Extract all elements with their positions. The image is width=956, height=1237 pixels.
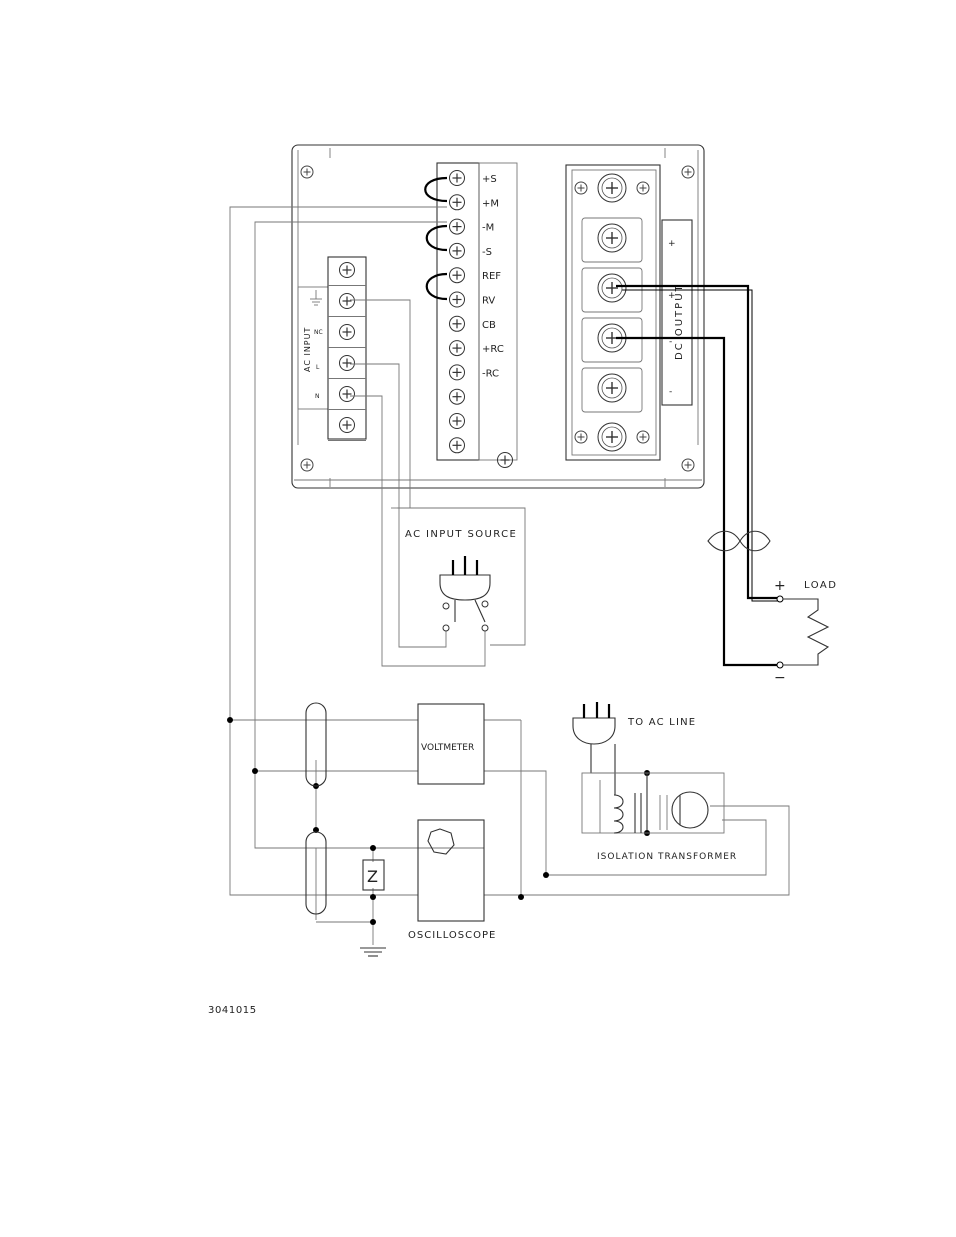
terminal-screw-icon xyxy=(448,437,466,454)
mounting-screw-icon xyxy=(300,165,314,179)
mounting-screw-icon xyxy=(681,458,695,472)
small-screw-icon xyxy=(636,181,650,195)
terminal-screw-icon xyxy=(448,412,466,430)
voltmeter-label: VOLTMETER xyxy=(421,743,474,753)
terminal-screw-icon xyxy=(448,194,466,211)
output-screw-icon xyxy=(597,173,627,203)
to-ac-line-label: TO AC LINE xyxy=(627,717,696,728)
ac-terminal-l-label: L xyxy=(316,364,320,371)
terminal-screw-icon xyxy=(448,291,466,308)
signal-terminal-label: REF xyxy=(482,271,501,282)
dc-output-mark-plus: + xyxy=(668,291,676,301)
load-plus-label: + xyxy=(774,578,786,594)
zener-label: Z xyxy=(367,867,378,886)
ferrite-core-icon xyxy=(305,702,327,787)
ac-terminal-screw-icon xyxy=(338,385,356,403)
ac-input-label: AC INPUT xyxy=(303,327,312,372)
mounting-screw-icon xyxy=(300,458,314,472)
ac-input-terminal-block xyxy=(297,256,367,441)
ac-terminal-screw-icon xyxy=(338,416,356,434)
terminal-screw-icon xyxy=(448,267,466,284)
isolation-transformer xyxy=(572,702,725,834)
voltmeter-box xyxy=(417,703,485,785)
signal-terminal-label: RV xyxy=(482,296,495,307)
zener-box xyxy=(362,859,385,891)
dc-output-mark-plus: + xyxy=(668,239,676,249)
oscilloscope-screen-icon xyxy=(427,828,455,855)
mounting-screw-icon xyxy=(681,165,695,179)
terminal-screw-icon xyxy=(448,315,466,332)
ac-terminal-n-label: N xyxy=(315,393,320,400)
signal-terminal-label: +S xyxy=(482,174,497,185)
signal-terminal-labels: +S +M -M -S REF RV CB +RC -RC xyxy=(482,174,504,379)
signal-terminal-label: CB xyxy=(482,320,496,331)
ac-input-wiring xyxy=(350,299,486,667)
terminal-screw-icon xyxy=(448,340,466,357)
output-screw-icon xyxy=(597,373,627,403)
twisted-pair-icon xyxy=(707,530,771,552)
ac-terminal-screw-icon xyxy=(338,323,356,341)
output-screw-icon xyxy=(597,422,627,452)
terminal-screw-icon xyxy=(448,169,466,187)
small-screw-icon xyxy=(574,181,588,195)
ac-input-source xyxy=(391,507,526,646)
terminal-screw-icon xyxy=(448,388,466,405)
sense-jumpers xyxy=(424,176,448,301)
signal-terminal-label: +M xyxy=(482,198,499,209)
probe-wiring xyxy=(230,719,790,957)
output-screw-icon xyxy=(597,223,627,253)
output-positive-screw-icon xyxy=(597,273,627,303)
oscilloscope-box xyxy=(417,819,485,922)
small-screw-icon xyxy=(636,430,650,444)
small-screw-icon xyxy=(574,430,588,444)
dc-output-mark-minus: - xyxy=(669,337,672,347)
measurement-wiring xyxy=(229,206,447,896)
ferrite-core-icon xyxy=(305,831,327,915)
ac-terminal-screw-icon xyxy=(338,292,356,310)
terminal-screw-icon xyxy=(448,364,466,381)
dc-output-block xyxy=(565,164,693,461)
isolation-transformer-label: ISOLATION TRANSFORMER xyxy=(597,852,737,862)
ac-terminal-screw-icon xyxy=(338,354,356,372)
load-resistor xyxy=(776,595,830,669)
figure-number: 3041015 xyxy=(208,1005,257,1016)
ac-input-source-label: AC INPUT SOURCE xyxy=(405,529,517,540)
load-label: LOAD xyxy=(804,580,837,591)
signal-terminal-label: -S xyxy=(482,247,492,258)
load-minus-label: − xyxy=(774,670,786,686)
signal-terminal-label: +RC xyxy=(482,344,504,355)
ac-terminal-screw-icon xyxy=(338,261,356,279)
oscilloscope-label: OSCILLOSCOPE xyxy=(408,930,496,941)
terminal-screw-icon xyxy=(448,242,466,259)
terminal-screw-icon xyxy=(448,218,466,235)
signal-terminal-strip xyxy=(436,162,518,469)
signal-terminal-label: -M xyxy=(482,223,494,234)
ac-terminal-nc-label: NC xyxy=(314,329,323,336)
dc-output-mark-minus: - xyxy=(669,387,672,397)
signal-terminal-label: -RC xyxy=(482,368,499,379)
load-wiring xyxy=(616,284,780,667)
dc-output-label: DC OUTPUT xyxy=(674,283,685,360)
